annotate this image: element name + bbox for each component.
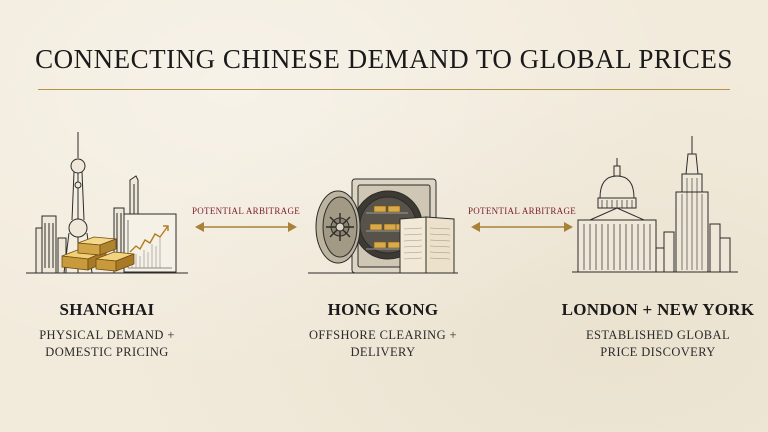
- arbitrage-arrow-hongkong-london: [471, 222, 573, 232]
- node-shanghai-desc-line1: PHYSICAL DEMAND +: [39, 328, 175, 342]
- node-london-newyork-name: LONDON + NEW YORK: [561, 300, 755, 319]
- arbitrage-label-left: POTENTIAL ARBITRAGE: [191, 206, 301, 216]
- node-hongkong-desc-line1: OFFSHORE CLEARING +: [309, 328, 457, 342]
- hong-kong-vault-illustration: [308, 178, 458, 274]
- title-divider: [38, 89, 730, 90]
- node-shanghai-desc-line2: DOMESTIC PRICING: [45, 345, 169, 359]
- node-hongkong-name: HONG KONG: [327, 300, 439, 319]
- node-hongkong-desc-line2: DELIVERY: [350, 345, 416, 359]
- arbitrage-label-right: POTENTIAL ARBITRAGE: [467, 206, 577, 216]
- arbitrage-arrow-shanghai-hongkong: [195, 222, 297, 232]
- node-hongkong-desc: OFFSHORE CLEARING + DELIVERY: [296, 327, 470, 361]
- shanghai-skyline-illustration: [26, 132, 188, 274]
- node-shanghai-name: SHANGHAI: [59, 300, 155, 319]
- node-london-newyork-desc-line1: ESTABLISHED GLOBAL: [585, 328, 731, 342]
- node-shanghai-desc: PHYSICAL DEMAND + DOMESTIC PRICING: [20, 327, 194, 361]
- node-london-newyork-desc: ESTABLISHED GLOBAL PRICE DISCOVERY: [570, 327, 746, 361]
- node-london-newyork-desc-line2: PRICE DISCOVERY: [600, 345, 716, 359]
- london-new-york-skyline-illustration: [572, 136, 738, 273]
- page-title: CONNECTING CHINESE DEMAND TO GLOBAL PRIC…: [35, 44, 733, 74]
